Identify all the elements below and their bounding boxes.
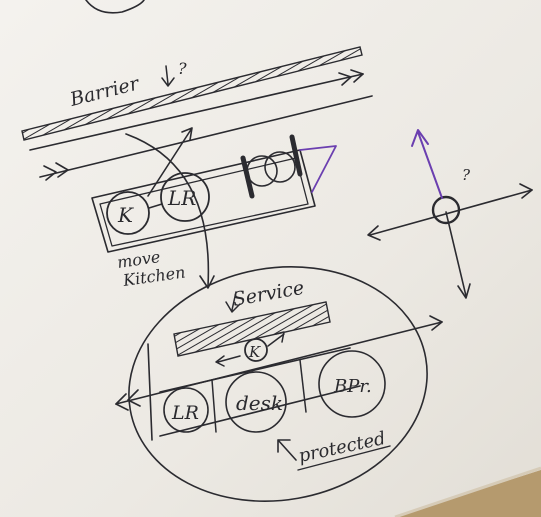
lr-room-label-top: LR xyxy=(167,186,196,210)
desk-room-label: desk xyxy=(236,391,283,415)
compass-question-mark: ? xyxy=(462,166,471,184)
bpr-room-label: BPr. xyxy=(333,376,372,397)
k-room-label-bottom: K xyxy=(248,343,261,361)
barrier-question-mark: ? xyxy=(178,59,187,78)
k-room-label-top: K xyxy=(117,203,134,227)
lr-room-label-bottom: LR xyxy=(171,402,199,424)
